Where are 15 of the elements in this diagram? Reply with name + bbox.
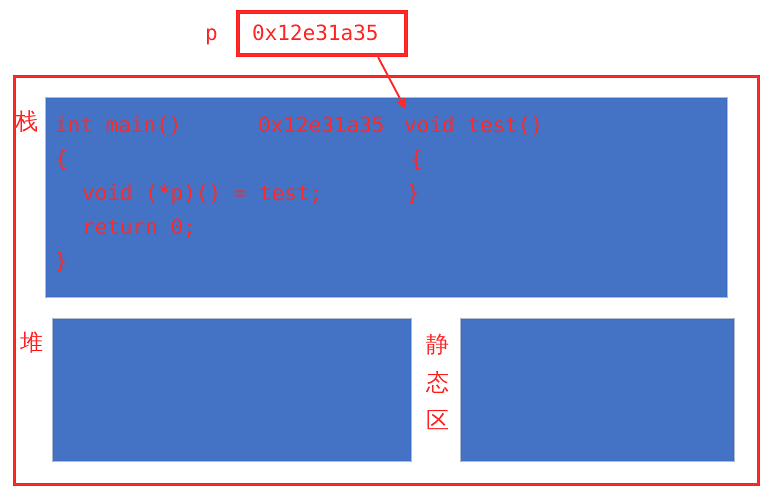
- heap-label: 堆: [20, 329, 43, 358]
- address-text: 0x12e31a35: [258, 112, 384, 138]
- code-line: void (*p)() = test;: [82, 180, 322, 206]
- code-line: }: [407, 180, 420, 206]
- static-label: 静态区: [426, 331, 450, 436]
- stack-label: 栈: [15, 108, 38, 137]
- code-line: return 0;: [82, 214, 196, 240]
- address-text: 0x12e31a35: [252, 20, 378, 46]
- arrow: [377, 56, 406, 109]
- code-line: int main(): [55, 112, 182, 138]
- code-line: {: [410, 146, 423, 172]
- variable-name: p: [205, 20, 218, 46]
- code-line: {: [55, 146, 68, 172]
- code-line: void test(): [404, 112, 544, 138]
- code-line: }: [55, 248, 68, 274]
